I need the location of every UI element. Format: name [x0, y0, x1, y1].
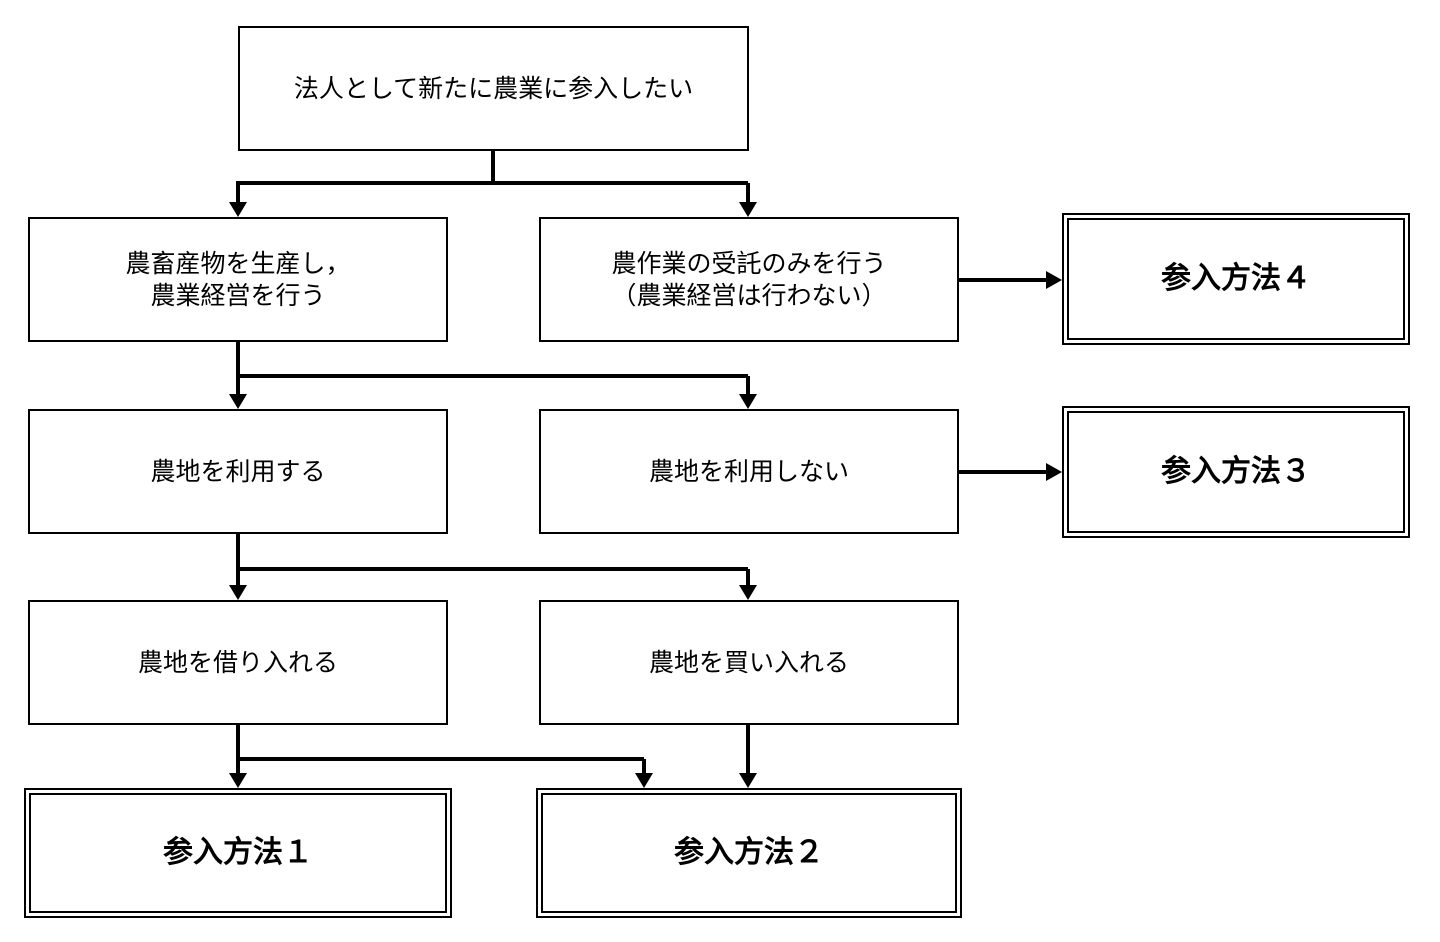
buy-farmland-label: 農地を買い入れる: [648, 647, 849, 677]
contract-work-only-node: 農作業の受託のみを行う （農業経営は行わない）: [539, 217, 959, 342]
method-1-result: 参入方法１: [24, 788, 452, 918]
no-farmland-label: 農地を利用しない: [648, 456, 849, 486]
method-2-label: 参入方法２: [674, 835, 824, 870]
lease-farmland-node: 農地を借り入れる: [28, 600, 448, 725]
start-node: 法人として新たに農業に参入したい: [238, 26, 749, 151]
method-2-result: 参入方法２: [536, 788, 962, 918]
use-farmland-node: 農地を利用する: [28, 409, 448, 534]
buy-farmland-node: 農地を買い入れる: [539, 600, 959, 725]
use-farmland-label: 農地を利用する: [150, 456, 326, 486]
start-node-label: 法人として新たに農業に参入したい: [293, 73, 694, 103]
livestock-farming-label: 農畜産物を生産し， 農業経営を行う: [125, 248, 351, 310]
no-farmland-node: 農地を利用しない: [539, 409, 959, 534]
method-3-label: 参入方法３: [1161, 454, 1311, 489]
method-3-result: 参入方法３: [1062, 406, 1410, 538]
method-1-label: 参入方法１: [163, 835, 313, 870]
lease-farmland-label: 農地を借り入れる: [137, 647, 338, 677]
method-4-label: 参入方法４: [1161, 261, 1311, 296]
method-4-result: 参入方法４: [1062, 213, 1410, 345]
contract-work-only-label: 農作業の受託のみを行う （農業経営は行わない）: [611, 248, 887, 310]
livestock-farming-node: 農畜産物を生産し， 農業経営を行う: [28, 217, 448, 342]
